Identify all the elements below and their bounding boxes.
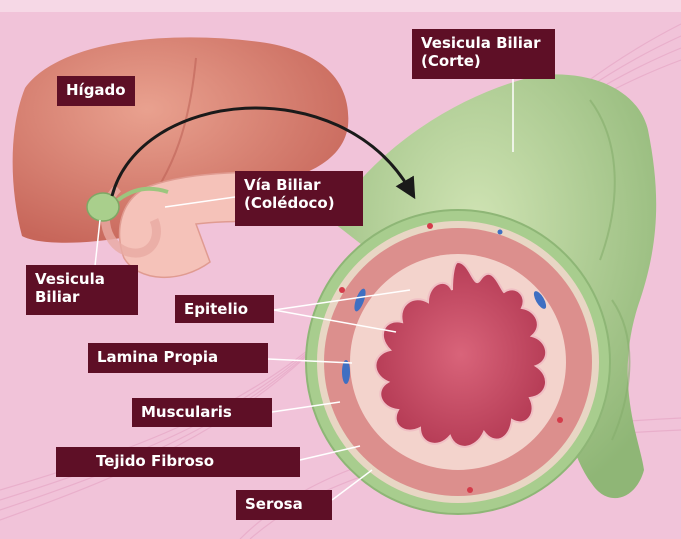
top-band xyxy=(0,0,681,12)
label-tejido-fibroso: Tejido Fibroso xyxy=(56,447,300,477)
label-via-biliar: Vía Biliar (Colédoco) xyxy=(235,171,363,226)
label-epitelio: Epitelio xyxy=(175,295,274,323)
small-gallbladder xyxy=(87,193,119,221)
label-higado: Hígado xyxy=(57,76,135,106)
label-vesicula-biliar-corte: Vesicula Biliar (Corte) xyxy=(412,29,555,79)
label-serosa: Serosa xyxy=(236,490,332,520)
label-muscularis: Muscularis xyxy=(132,398,272,427)
label-vesicula-biliar: Vesicula Biliar xyxy=(26,265,138,315)
label-lamina-propia: Lamina Propia xyxy=(88,343,268,373)
